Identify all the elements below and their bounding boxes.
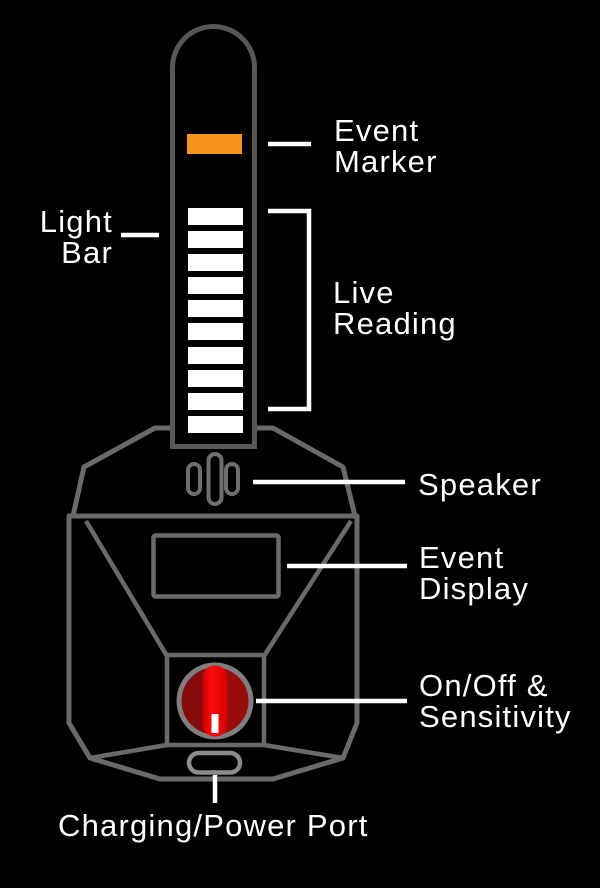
front-seam-left <box>84 519 169 658</box>
label-event-display: Event Display <box>419 542 529 604</box>
light-bar-segment <box>188 415 243 433</box>
light-bar-segment <box>188 277 243 295</box>
label-on-off-sensitivity: On/Off & Sensitivity <box>419 670 572 732</box>
device-body-front <box>66 513 360 782</box>
label-line: Light <box>39 204 113 239</box>
label-live-reading: Live Reading <box>333 277 457 339</box>
speaker-slot <box>206 452 224 506</box>
light-bar-segments <box>188 208 243 433</box>
label-line: Reading <box>333 306 457 341</box>
label-line: Live <box>333 275 395 310</box>
label-charging-power-port: Charging/Power Port <box>58 810 369 841</box>
light-bar-segment <box>188 392 243 410</box>
light-bar-segment <box>188 323 243 341</box>
label-line: Bar <box>61 235 113 270</box>
light-bar-segment <box>188 231 243 249</box>
light-bar-segment <box>188 346 243 364</box>
label-light-bar: Light Bar <box>0 206 113 268</box>
base-seam-left <box>89 742 168 761</box>
device-top-face <box>70 425 358 519</box>
base-seam-right <box>263 742 344 761</box>
knob-indicator <box>211 714 219 733</box>
label-line: Charging/Power Port <box>58 808 369 843</box>
label-line: Marker <box>334 144 438 179</box>
label-line: Event <box>334 113 420 148</box>
event-display-window <box>151 533 281 599</box>
speaker-slot <box>224 462 240 496</box>
label-line: Speaker <box>418 467 542 502</box>
label-line: Sensitivity <box>419 699 572 734</box>
light-bar-segment <box>188 254 243 272</box>
event-marker-segment <box>187 134 242 154</box>
live-reading-bracket <box>268 208 312 412</box>
light-bar-segment <box>188 208 243 225</box>
front-seam-right <box>262 519 353 658</box>
label-line: Event <box>419 540 505 575</box>
light-bar-segment <box>188 300 243 318</box>
charging-port <box>186 750 243 775</box>
power-knob <box>176 662 254 740</box>
speaker-icon <box>186 452 240 506</box>
label-speaker: Speaker <box>418 469 542 500</box>
label-line: Display <box>419 571 530 606</box>
label-event-marker: Event Marker <box>334 115 438 177</box>
knob-grip-stripe <box>202 665 228 737</box>
speaker-slot <box>186 462 202 496</box>
label-line: On/Off & <box>419 668 549 703</box>
light-bar-segment <box>188 369 243 387</box>
